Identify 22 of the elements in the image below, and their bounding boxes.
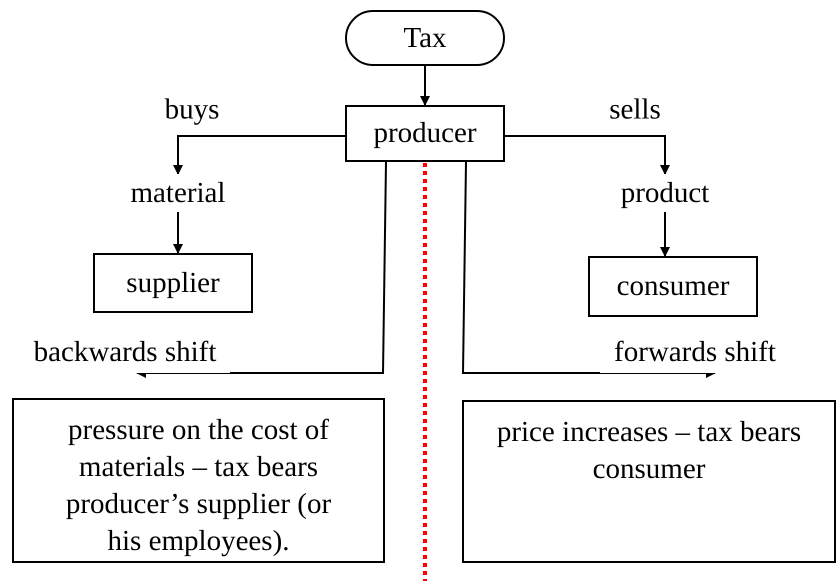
arrow: [173, 212, 183, 254]
node-label: backwards shift: [34, 335, 216, 370]
process-box: [93, 253, 253, 313]
text-box: [12, 398, 385, 563]
node-label: Tax: [403, 20, 447, 56]
arrow: [660, 212, 670, 257]
node-label: producer: [373, 116, 477, 151]
node-label: product: [620, 176, 710, 210]
arrow: [136, 162, 387, 378]
arrow: [420, 66, 430, 106]
arrow: [462, 162, 716, 378]
arrow: [505, 135, 670, 175]
arrow: [173, 135, 345, 175]
text-box: [462, 400, 836, 563]
process-box: [588, 256, 758, 317]
node-label: price increases – tax bears consumer: [496, 415, 802, 487]
node-label: forwards shift: [614, 335, 776, 370]
node-label: supplier: [126, 266, 220, 300]
process-box: [345, 105, 505, 162]
node-label: consumer: [616, 269, 730, 304]
node-label: material: [130, 176, 226, 210]
node-label: pressure on the cost of materials – tax bears producer’s supplier (or his employees).: [64, 413, 332, 559]
